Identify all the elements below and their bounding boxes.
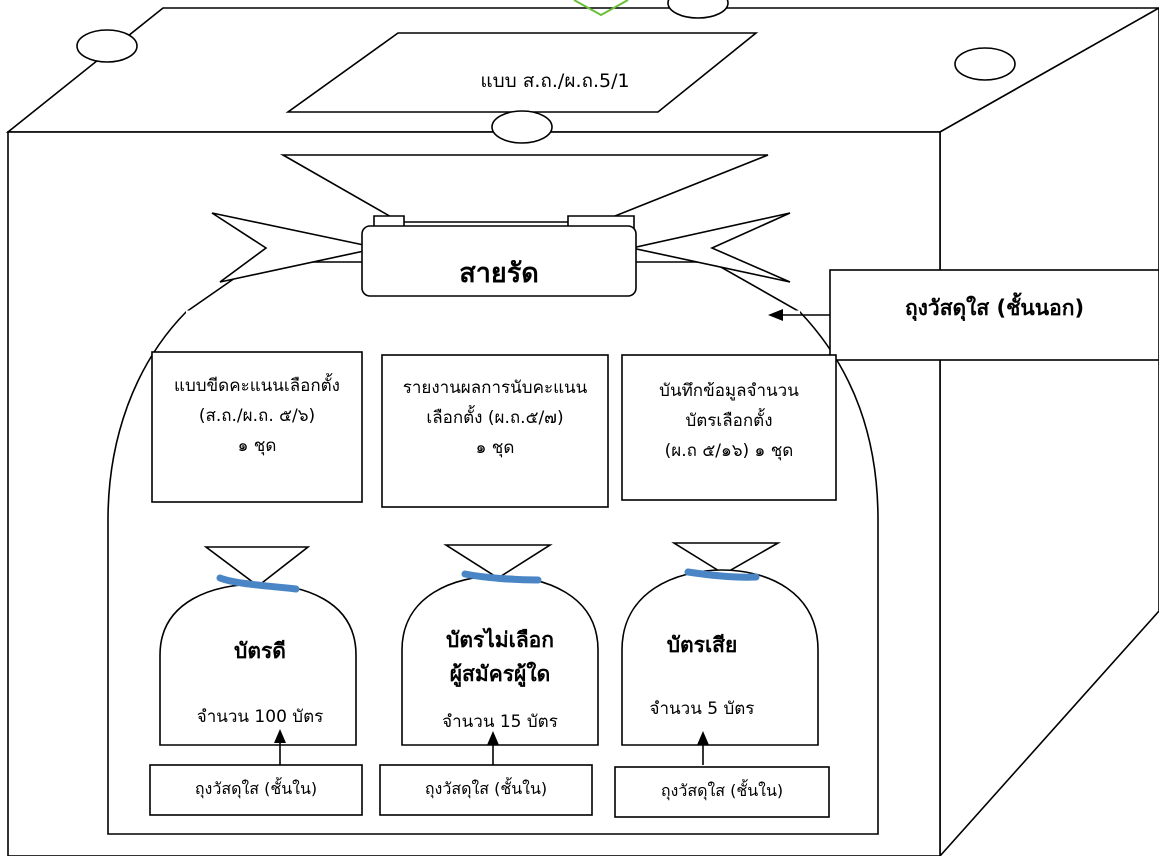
outer-bag-label: ถุงวัสดุใส (ชั้นนอก) (904, 296, 1085, 320)
lid-hole-left (76, 29, 138, 63)
document-2-text: รายงานผลการนับคะแนน เลือกตั้ง (ผ.ถ.๕/๗) … (402, 378, 588, 458)
document-1-text: แบบขีดคะแนนเลือกตั้ง (ส.ถ./ผ.ถ. ๕/๖) ๑ ช… (174, 376, 340, 456)
form-sheet (285, 32, 759, 113)
top-green-mark (573, 0, 629, 17)
inner-bag-3-label: ถุงวัสดุใส (ชั้นใน) (660, 781, 784, 800)
inner-label-box-1 (149, 764, 363, 816)
inner-label-box-2 (379, 764, 593, 816)
lid-hole-front (491, 110, 553, 144)
document-3-text: บันทึกข้อมูลจำนวน บัตรเลือกตั้ง (ผ.ถ ๕/๑… (659, 381, 799, 461)
bag-tie-1 (216, 574, 300, 593)
bag-tie-2 (461, 570, 542, 584)
inner-bag-1 (159, 546, 357, 746)
document-box-2 (381, 354, 609, 508)
lid-hole-right (954, 47, 1016, 81)
bag-2-title: บัตรไม่เลือก ผู้สมัครผู้ใด (445, 628, 555, 686)
inner-arrow-2-head (487, 731, 499, 745)
strap-scroll-body (361, 225, 637, 297)
bag-tie-3 (684, 568, 760, 581)
inner-bag-3 (621, 542, 819, 746)
bag-1-title: บัตรดี (234, 639, 286, 663)
document-box-3 (621, 354, 837, 501)
bag-3-title: บัตรเสีย (666, 633, 738, 657)
box-right-face (939, 7, 1159, 856)
inner-bag-2-label: ถุงวัสดุใส (ชั้นใน) (424, 779, 548, 798)
form-label: แบบ ส.ถ./ผ.ถ.5/1 (480, 70, 630, 92)
lid-hole-top (667, 0, 729, 19)
bag-3-count: จำนวน 5 บัตร (649, 699, 755, 719)
outer-bag-arrowhead (768, 309, 783, 321)
bag-1-count: จำนวน 100 บัตร (196, 707, 324, 727)
bow-left (211, 212, 379, 283)
strap-label: สายรัด (459, 258, 539, 289)
inner-arrow-1-head (274, 729, 286, 743)
inner-bag-2 (401, 544, 599, 746)
outer-bag-label-box (829, 269, 1159, 361)
inner-arrow-3-head (697, 731, 709, 745)
bow-right (631, 212, 791, 283)
bag-2-count: จำนวน 15 บัตร (442, 712, 558, 732)
inner-bag-1-label: ถุงวัสดุใส (ชั้นใน) (194, 779, 318, 798)
inner-label-box-3 (614, 766, 830, 818)
document-box-1 (151, 351, 363, 503)
